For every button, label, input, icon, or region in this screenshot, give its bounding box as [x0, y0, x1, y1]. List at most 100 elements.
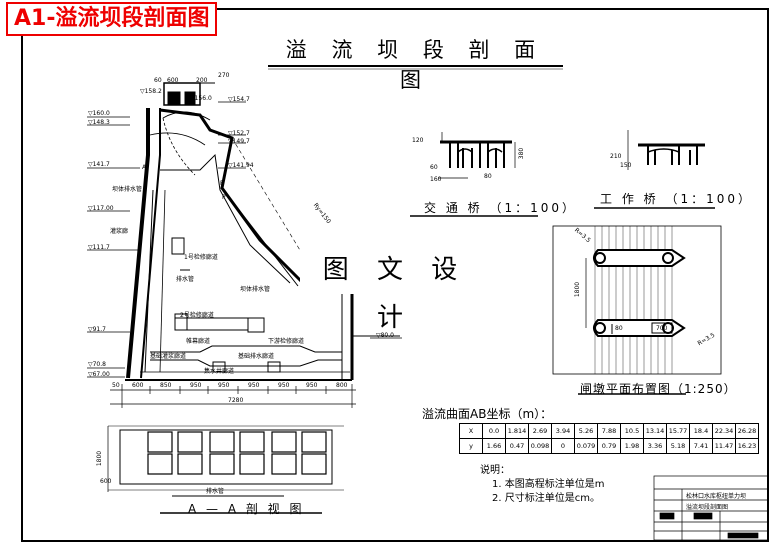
tb-dim-5: 380 — [518, 147, 526, 160]
dim-bot-4: 950 — [190, 382, 202, 389]
dim-top-2: 600 — [167, 77, 179, 84]
dim-bot-3: 850 — [160, 382, 172, 389]
elev-708: ▽70.8 — [88, 361, 106, 368]
coord-row-x: X 0.0 1.814 2.69 3.94 5.26 7.88 10.5 13.… — [459, 423, 759, 439]
coord-cell: 7.41 — [689, 438, 713, 454]
label-curtain: 帷幕廊道 — [186, 338, 211, 345]
point-b: B — [220, 180, 225, 187]
dim-bot-6: 950 — [248, 382, 260, 389]
dim-bot-8: 950 — [306, 382, 318, 389]
coord-cell: 0.79 — [597, 438, 621, 454]
dim-top-1: 60 — [154, 77, 162, 84]
elev-1527: ▽152.7 — [228, 130, 250, 137]
bottom-dimension — [110, 384, 356, 408]
coord-cell: 0.079 — [574, 438, 598, 454]
coord-cell: 0.0 — [482, 423, 506, 439]
tb-dim-2: 60 — [430, 164, 438, 171]
coord-cell: 1.98 — [620, 438, 644, 454]
coord-cell: 5.18 — [666, 438, 690, 454]
aa-dim-2: 600 — [100, 478, 112, 485]
notes-block: 说明： 1. 本图高程标注单位是m 2. 尺寸标注单位是cm。 — [480, 464, 604, 506]
elev-1483: ▽148.3 — [88, 119, 110, 126]
dim-bot-7: 950 — [278, 382, 290, 389]
dim-bot-2: 600 — [132, 382, 144, 389]
coord-row-y: y 1.66 0.47 0.098 0 0.079 0.79 1.98 3.36… — [459, 438, 759, 454]
label-gallery: 灌浆廊 — [110, 228, 129, 235]
coord-cell: 0.098 — [528, 438, 552, 454]
title-block-drawing-name: 溢流坝段剖面图 — [686, 504, 729, 511]
coord-cell: 1.814 — [505, 423, 529, 439]
gp-dim-2: 80 — [615, 325, 623, 332]
elev-917: ▽91.7 — [88, 326, 106, 333]
label-drain-gallery: 集水井廊道 — [204, 368, 235, 375]
coord-table: X 0.0 1.814 2.69 3.94 5.26 7.88 10.5 13.… — [459, 423, 759, 454]
coord-cell: 10.5 — [620, 423, 644, 439]
coord-cell: 3.36 — [643, 438, 667, 454]
elev-1547: ▽154.7 — [228, 96, 250, 103]
label-foundation-drain: 基础排水廊道 — [238, 353, 275, 360]
elev-11700: ▽117.00 — [88, 205, 114, 212]
label-inspect-2: 2号检修廊道 — [180, 312, 214, 319]
tb-dim-3: 160 — [430, 176, 442, 183]
elevation-ticks — [87, 101, 402, 378]
label-drain-1: 坝体排水管 — [112, 186, 143, 193]
drawing-title: 溢 流 坝 段 剖 面 图 — [285, 38, 545, 92]
elev-1497: ▽149.7 — [228, 138, 250, 145]
coord-cell: 0.47 — [505, 438, 529, 454]
notes-heading: 说明： — [480, 465, 510, 476]
work-bridge-drawing — [594, 130, 715, 209]
title-block-project: 松林口水库枢纽单力坝 — [686, 493, 747, 500]
note-item: 2. 尺寸标注单位是cm。 — [492, 493, 600, 504]
traffic-bridge-drawing — [410, 132, 538, 217]
section-aa-caption: A — A 剖 视 图 — [188, 502, 305, 516]
dam-section — [125, 82, 400, 381]
wb-dim-1: 210 — [610, 153, 622, 160]
elev-14194: ▽141.94 — [228, 162, 254, 169]
coord-cell: 18.4 — [689, 423, 713, 439]
elev-1600: ▽160.0 — [88, 110, 110, 117]
dim-total: 7280 — [228, 397, 244, 404]
note-item: 1. 本图高程标注单位是m — [492, 479, 605, 490]
elev-1560: ▽156.0 — [190, 95, 212, 102]
wb-dim-2: 150 — [620, 162, 632, 169]
coord-cell: 0 — [551, 438, 575, 454]
aa-label: 排水管 — [206, 488, 225, 495]
elev-1582: ▽158.2 — [140, 88, 162, 95]
point-p: P — [222, 194, 226, 201]
coord-cell: 15.77 — [666, 423, 690, 439]
gp-dim-3: 700 — [656, 325, 668, 332]
title-block-grid — [653, 475, 769, 541]
coord-cell: 26.28 — [735, 423, 759, 439]
coord-cell: 3.94 — [551, 423, 575, 439]
aa-dim-1: 1800 — [96, 450, 104, 467]
watermark-text: 图 文 设 计 — [300, 246, 490, 333]
dim-top-3: 200 — [196, 77, 208, 84]
coord-cell: 5.26 — [574, 423, 598, 439]
coord-cell: 16.23 — [735, 438, 759, 454]
dim-bot-5: 950 — [218, 382, 230, 389]
label-inspect-1: 1号检修廊道 — [184, 254, 218, 261]
coord-cell: 7.88 — [597, 423, 621, 439]
gp-dim-1: 1800 — [574, 281, 582, 298]
elev-1117: ▽111.7 — [88, 244, 110, 251]
section-aa-drawing — [107, 425, 344, 514]
work-bridge-caption: 工 作 桥 （1：100） — [600, 192, 753, 206]
gate-plan-caption: 闸墩平面布置图（1:250） — [580, 382, 737, 396]
label-foundation: 基础灌浆廊道 — [150, 353, 187, 360]
elev-6700: ▽67.00 — [88, 371, 110, 378]
sheet-border — [21, 8, 769, 542]
dim-bot-1: 50 — [112, 382, 120, 389]
coord-cell: 22.34 — [712, 423, 736, 439]
gate-plan-drawing — [552, 225, 722, 395]
point-a: A — [142, 164, 147, 171]
label-downstream: 下游检修廊道 — [268, 338, 305, 345]
tb-dim-1: 120 — [412, 137, 424, 144]
elev-1417: ▽141.7 — [88, 161, 110, 168]
label-drain-pipe: 排水管 — [176, 276, 195, 283]
coord-cell: 11.47 — [712, 438, 736, 454]
coord-cell: 1.66 — [482, 438, 506, 454]
dim-bot-9: 800 — [336, 382, 348, 389]
coord-table-title: 溢流曲面AB坐标（m）： — [422, 407, 553, 421]
